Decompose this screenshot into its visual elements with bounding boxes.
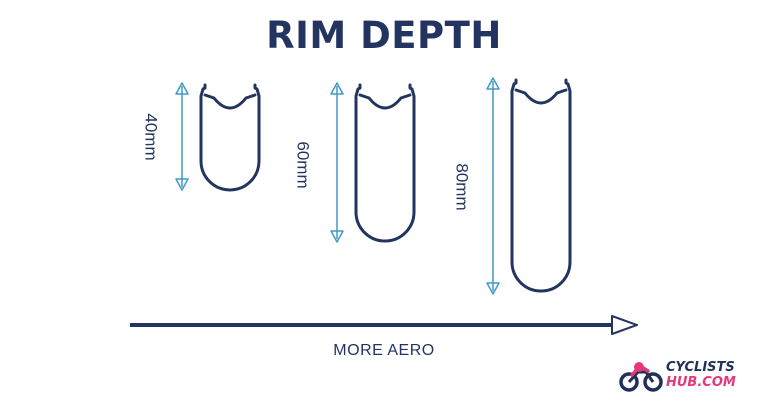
- dimension-arrow-top: [330, 82, 344, 95]
- dimension-arrow-top: [175, 82, 189, 95]
- dimension-arrow-bottom: [175, 178, 189, 191]
- depth-label-60: 60mm: [294, 141, 313, 188]
- dimension-arrow-bottom: [330, 230, 344, 243]
- aero-arrow-head: [611, 315, 638, 335]
- rim-profile: [510, 78, 572, 293]
- more-aero-arrow: [130, 315, 638, 335]
- more-aero-label: MORE AERO: [333, 342, 435, 359]
- cyclists-hub-logo: CYCLISTS HUB.COM: [618, 358, 758, 394]
- rim-60mm: 60mm: [294, 82, 416, 243]
- depth-label-40: 40mm: [142, 113, 161, 160]
- rim-profile: [199, 83, 261, 192]
- rim-40mm: 40mm: [142, 82, 261, 192]
- dimension-arrow-top: [486, 77, 500, 90]
- dimension-arrow-bottom: [486, 282, 500, 295]
- bicycle-icon: [619, 362, 663, 392]
- logo-text: CYCLISTS HUB.COM: [666, 360, 736, 390]
- logo-line2: HUB.COM: [666, 375, 736, 390]
- logo-line1: CYCLISTS: [666, 360, 735, 375]
- diagram-title: RIM DEPTH: [266, 14, 502, 57]
- rim-80mm: 80mm: [453, 77, 572, 295]
- depth-label-80: 80mm: [453, 163, 472, 210]
- rim-profile: [354, 83, 416, 243]
